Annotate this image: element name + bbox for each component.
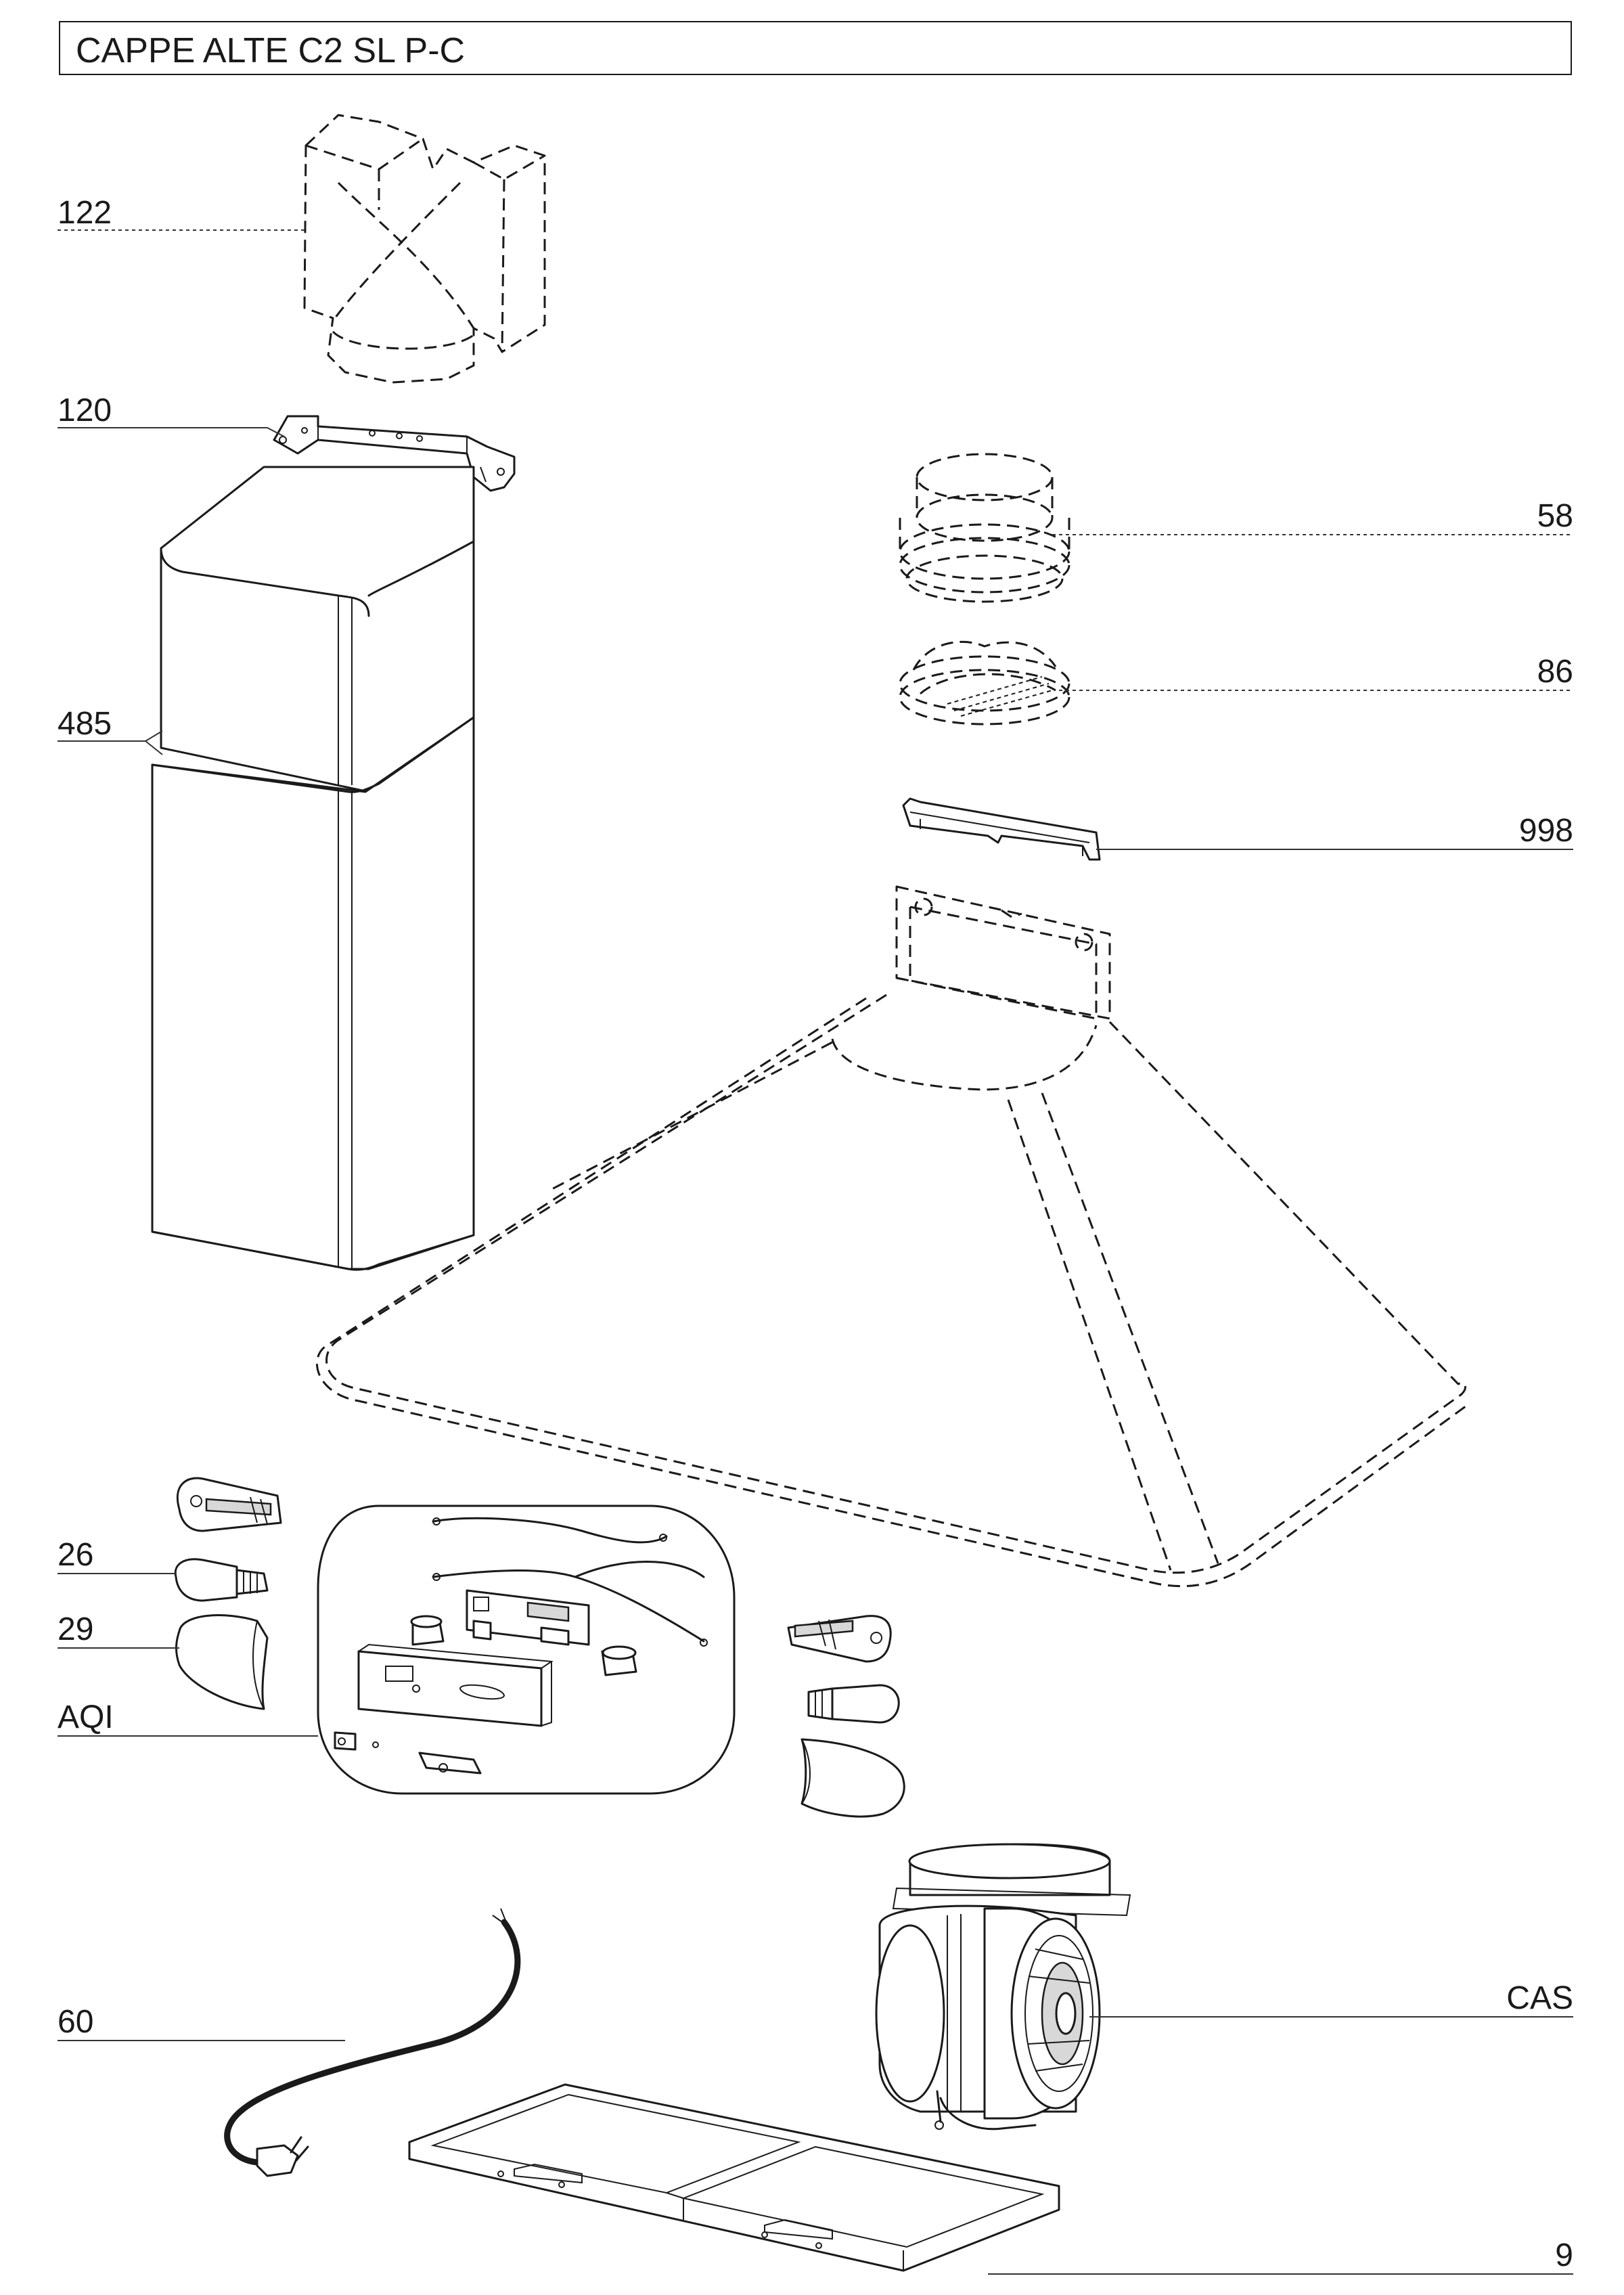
part-122-cover [303,114,546,384]
label-485: 485 [58,706,112,742]
label-26: 26 [58,1537,93,1573]
label-86: 86 [1537,654,1573,690]
label-122: 122 [58,195,112,231]
leader-120 [58,427,285,437]
lampholder-right [787,1615,892,1663]
label-998: 998 [1519,813,1573,849]
leader-485 [58,730,163,755]
part-CAS-blower [875,1843,1131,2131]
part-26-lampholder [176,1477,282,1532]
part-60-power-cord [224,1908,521,2177]
lamp-cover-left [175,1614,269,1710]
part-AQI-control-assembly [317,1505,736,1795]
label-58: 58 [1537,498,1573,534]
label-AQI: AQI [58,1699,114,1735]
label-CAS: CAS [1506,1980,1573,2016]
part-120-bracket [273,415,516,492]
label-120: 120 [58,393,112,428]
label-60: 60 [58,2004,93,2040]
hood-body [315,885,1469,1588]
title-box [59,21,1572,75]
lamp-right [807,1684,900,1724]
part-9-filters [408,2083,1060,2272]
part-998-bracket [902,797,1101,861]
part-29-lamp [174,1558,269,1602]
lamp-cover-right [800,1738,905,1818]
label-9: 9 [1555,2237,1573,2273]
part-58-flange [899,453,1070,603]
label-29: 29 [58,1611,93,1647]
part-485-chimney [151,466,475,1271]
diagram-title: CAPPE ALTE C2 SL P-C [76,31,465,70]
part-86-valve [899,641,1070,726]
